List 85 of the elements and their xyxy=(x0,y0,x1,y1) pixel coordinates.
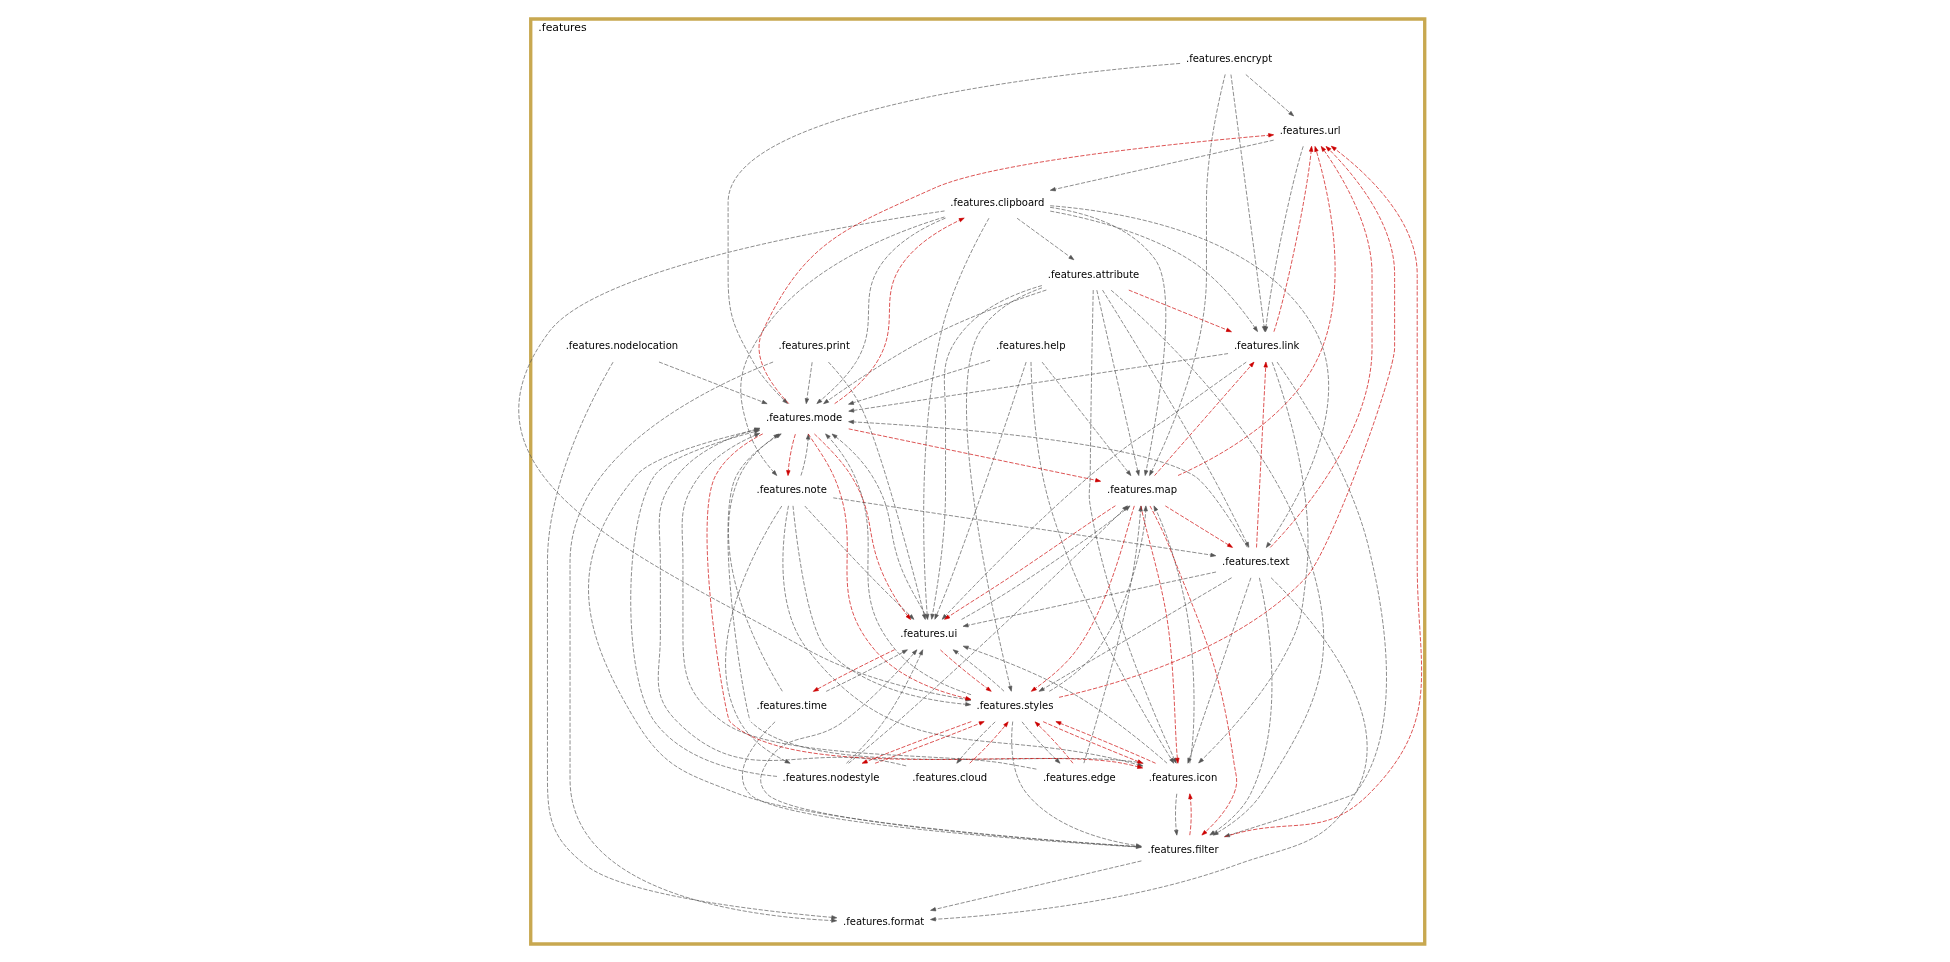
arrow xyxy=(1188,792,1193,835)
arrow xyxy=(1096,289,1140,476)
arrow xyxy=(1049,204,1329,548)
arrow xyxy=(786,433,796,476)
arrow xyxy=(1177,145,1336,476)
node-text: .features.ui xyxy=(900,627,958,639)
node-text: .features.url xyxy=(1279,124,1341,136)
arrow xyxy=(1041,361,1132,476)
arrow xyxy=(1273,145,1314,332)
arrow xyxy=(1021,721,1061,764)
arrow xyxy=(834,217,965,404)
node-text: .features.clipboard xyxy=(950,196,1045,208)
node-text: .features.icon xyxy=(1148,771,1218,783)
node-text: .features.nodelocation xyxy=(565,339,679,351)
arrow xyxy=(1187,577,1252,764)
arrow xyxy=(814,433,911,620)
arrow xyxy=(1198,361,1309,763)
arrow xyxy=(1055,720,1156,764)
arrow xyxy=(923,217,990,620)
node-text: .features.time xyxy=(756,699,827,711)
node-text: .features.edge xyxy=(1042,771,1116,783)
arrow xyxy=(1042,720,1144,764)
arrow xyxy=(804,361,813,404)
arrow xyxy=(1269,145,1373,548)
arrow xyxy=(934,361,1027,620)
node-text: .features.help xyxy=(996,339,1066,351)
arrow xyxy=(848,359,991,405)
arrow xyxy=(861,720,972,764)
node-text: .features.text xyxy=(1222,555,1290,567)
arrow xyxy=(725,505,791,764)
arrow xyxy=(825,648,908,692)
arrow xyxy=(930,576,1368,921)
node-text: .features.print xyxy=(778,339,850,351)
arrow xyxy=(800,433,811,476)
arrow xyxy=(1174,792,1179,835)
arrow xyxy=(831,433,929,620)
arrow xyxy=(658,361,768,404)
node-text: .features.mode xyxy=(766,411,843,423)
node-text: .features.nodestyle xyxy=(782,771,880,783)
arrow xyxy=(1149,73,1226,476)
node-text: .features.map xyxy=(1107,483,1178,495)
arrow xyxy=(846,648,924,764)
arrow xyxy=(823,289,1047,404)
arrow xyxy=(1034,721,1074,764)
arrow xyxy=(1049,139,1274,191)
arrow xyxy=(962,571,1217,627)
arrow xyxy=(1058,145,1395,698)
arrow xyxy=(812,648,895,692)
arrow xyxy=(1049,206,1167,476)
arrow xyxy=(874,720,985,764)
arrow xyxy=(966,287,1043,692)
node-text: .features.cloud xyxy=(912,771,988,783)
node-text: .features.attribute xyxy=(1047,268,1140,280)
arrow xyxy=(848,428,1101,482)
arrow xyxy=(740,216,945,476)
arrow xyxy=(1128,289,1232,332)
arrow xyxy=(1256,361,1268,548)
arrow xyxy=(930,284,1043,620)
arrow xyxy=(1016,217,1075,260)
arrow xyxy=(804,505,915,620)
arrow xyxy=(941,361,1247,620)
arrow xyxy=(828,361,927,620)
arrow xyxy=(848,419,1248,548)
arrow xyxy=(848,352,1229,412)
node-text: .features.format xyxy=(843,915,925,927)
arrow xyxy=(1154,361,1255,476)
arrow xyxy=(944,504,1116,620)
arrow xyxy=(1038,576,1232,692)
arrow xyxy=(952,648,1005,692)
arrow xyxy=(727,62,1181,404)
node-text: .features.note xyxy=(756,483,827,495)
arrow xyxy=(816,217,946,404)
arrow xyxy=(1245,73,1294,116)
arrow xyxy=(969,721,1009,764)
arrow xyxy=(832,497,1217,557)
arrow xyxy=(758,132,1274,404)
node-text: .features.filter xyxy=(1147,843,1219,855)
arrow xyxy=(930,860,1142,911)
node-text: .features.encrypt xyxy=(1185,52,1273,64)
arrow xyxy=(1049,210,1258,332)
arrow xyxy=(1165,505,1233,548)
arrow xyxy=(940,649,992,692)
node-text: .features.link xyxy=(1233,339,1300,351)
arrow xyxy=(956,721,996,764)
node-text: .features.styles xyxy=(976,699,1054,711)
